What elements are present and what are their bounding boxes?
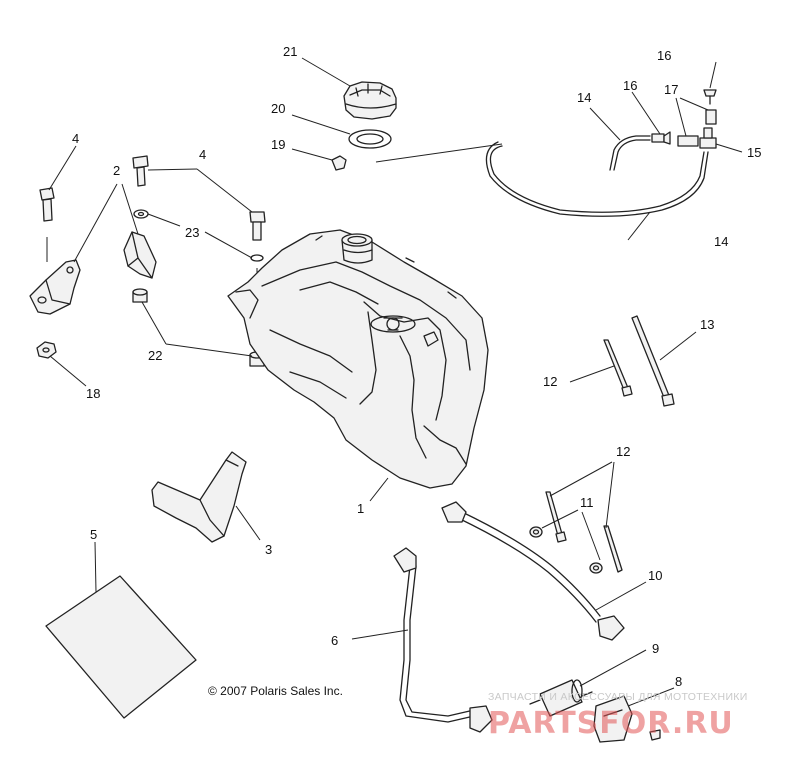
part-23-washer: [133, 209, 149, 219]
part-20-gasket: [348, 129, 392, 149]
part-4-bolt-left: [39, 187, 55, 222]
callout-4-left: 4: [72, 131, 79, 146]
callout-11: 11: [580, 495, 594, 510]
part-14-vent-hose: [485, 135, 709, 217]
part-7-screw: [649, 729, 661, 741]
part-8-filter-bracket: [593, 695, 633, 743]
watermark-brand: PARTSFOR.RU: [488, 706, 734, 741]
callout-1: 1: [357, 501, 364, 516]
part-3-l-pad: [151, 451, 247, 543]
callout-6: 6: [331, 633, 338, 648]
callout-19: 19: [271, 137, 285, 152]
part-13-cable-tie: [631, 315, 675, 407]
part-12-cable-tie-upper: [603, 339, 633, 397]
part-1-fuel-tank: [227, 229, 489, 489]
watermark: ЗАПЧАСТИ И АКСЕССУАРЫ ДЛЯ МОТОТЕХНИКИ PA…: [488, 691, 748, 741]
part-12-cable-tie-lower-b: [603, 525, 623, 573]
callout-12-lower: 12: [616, 444, 630, 459]
part-9-fuel-filter: [529, 679, 593, 717]
callout-labels: 21 20 19 4 2 4 23 22 18 1 3 5 6 10 12 13…: [72, 44, 761, 689]
part-11-clamp-b: [589, 562, 603, 574]
part-6-fuel-line: [393, 547, 493, 733]
callout-12-upper: 12: [543, 374, 557, 389]
callout-4-upper: 4: [199, 147, 206, 162]
part-2-bracket-left: [29, 259, 81, 315]
part-18-nut: [36, 341, 57, 359]
watermark-tagline: ЗАПЧАСТИ И АКСЕССУАРЫ ДЛЯ МОТОТЕХНИКИ: [488, 691, 748, 703]
copyright-notice: © 2007 Polaris Sales Inc.: [208, 684, 343, 698]
part-4-bolt-upper: [132, 155, 149, 187]
callout-15: 15: [747, 145, 761, 160]
callout-16-left: 16: [623, 78, 637, 93]
part-16-vent-check-valve: [651, 131, 671, 145]
callout-14-upper: 14: [577, 90, 591, 105]
part-21-fuel-cap: [343, 81, 397, 120]
part-16-vent-cap: [703, 89, 717, 105]
part-19-clip: [331, 155, 347, 171]
part-10-fuel-line: [441, 501, 625, 641]
callout-9: 9: [652, 641, 659, 656]
part-15-tee-fitting: [699, 127, 717, 149]
callout-21: 21: [283, 44, 297, 59]
callout-14-lower: 14: [714, 234, 728, 249]
part-22-grommet: [132, 288, 148, 303]
callout-10: 10: [648, 568, 662, 583]
part-11-clamp-a: [529, 526, 543, 538]
callout-5: 5: [90, 527, 97, 542]
part-5-flat-pad: [45, 575, 197, 719]
part-2-bracket-middle: [123, 231, 157, 279]
leader-lines: [48, 57, 743, 707]
callout-2: 2: [113, 163, 120, 178]
callout-20: 20: [271, 101, 285, 116]
callout-22: 22: [148, 348, 162, 363]
callout-8: 8: [675, 674, 682, 689]
callout-23: 23: [185, 225, 199, 240]
callout-16-right: 16: [657, 48, 671, 63]
callout-18: 18: [86, 386, 100, 401]
part-12-cable-tie-lower-a: [545, 491, 567, 543]
part-17-vent-filter: [677, 109, 717, 147]
callout-13: 13: [700, 317, 714, 332]
callout-17: 17: [664, 82, 678, 97]
callout-3: 3: [265, 542, 272, 557]
